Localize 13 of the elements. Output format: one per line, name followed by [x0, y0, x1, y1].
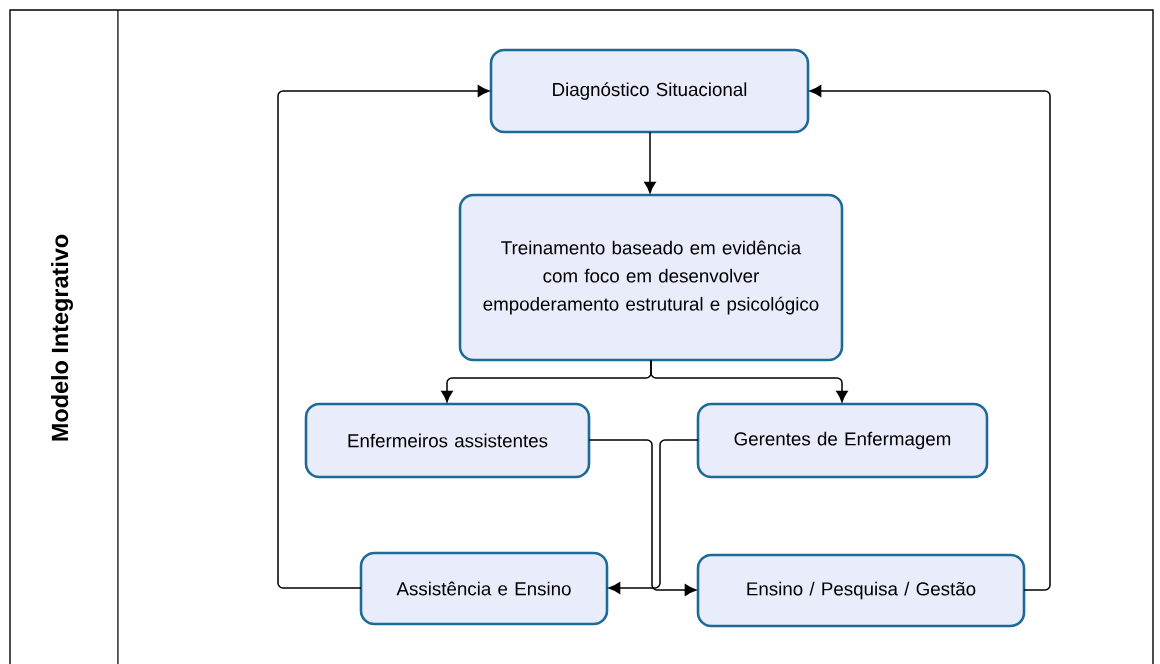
process-box: Treinamento baseado em evidência com foco em desenvolver empoderamento estrutural e psicológico — [458, 193, 844, 362]
arrow — [277, 85, 490, 589]
process-box: Ensino / Pesquisa / Gestão — [696, 553, 1026, 628]
arrow — [588, 439, 697, 596]
process-box: Assistência e Ensino — [359, 551, 609, 626]
process-box: Diagnóstico Situacional — [489, 48, 810, 134]
process-box: Gerentes de Enfermagem — [696, 402, 989, 479]
arrow — [809, 85, 1051, 591]
lane-title: Modelo Integrativo — [51, 234, 73, 441]
arrow — [650, 359, 848, 403]
arrow — [644, 131, 656, 194]
process-box: Enfermeiros assistentes — [304, 402, 591, 479]
arrow — [608, 439, 699, 594]
